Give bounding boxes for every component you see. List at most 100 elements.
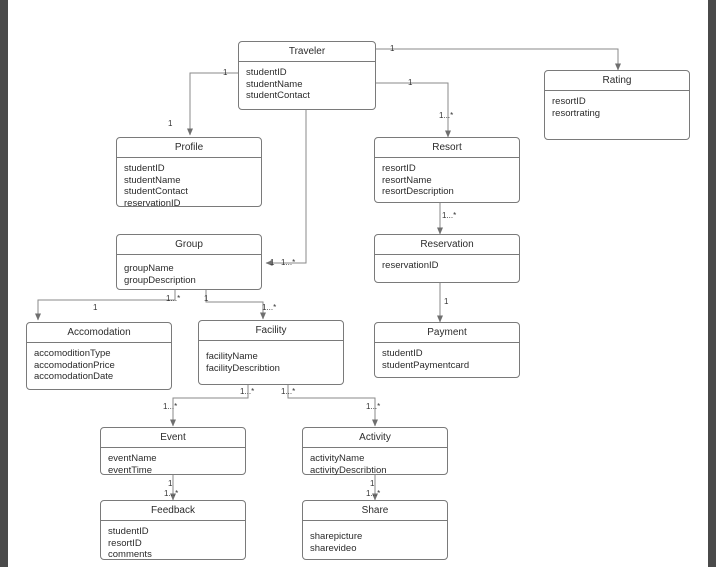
attribute: accomodationDate [34, 371, 114, 383]
class-box-facility[interactable]: Facility facilityName facilityDescribtio… [198, 320, 344, 385]
attribute: studentID [246, 67, 287, 78]
class-attributes-accomodation: accomoditionType accomodationPrice accom… [27, 343, 171, 383]
edge-facility-activity [287, 383, 378, 427]
class-title-share: Share [303, 501, 447, 521]
class-box-activity[interactable]: Activity activityName activityDescribtio… [302, 427, 448, 476]
multiplicity-label: 1...* [240, 387, 255, 396]
class-title-rating: Rating [545, 71, 689, 91]
class-box-resort[interactable]: Resort resortID resortName resortDescrip… [374, 137, 520, 203]
attribute: eventTime [108, 464, 152, 476]
class-box-group[interactable]: Group groupName groupDescription [116, 234, 262, 290]
attribute: accomodationPrice [34, 359, 115, 371]
class-title-accomodation: Accomodation [27, 323, 171, 343]
multiplicity-label: 1...* [281, 387, 296, 396]
class-attributes-share: sharepicture sharevideo [303, 521, 447, 554]
class-title-traveler: Traveler [239, 42, 375, 62]
attribute: activityDescribtion [310, 464, 387, 476]
edge-traveler-group [265, 110, 307, 266]
class-title-activity: Activity [303, 428, 447, 448]
window-left-gutter [0, 0, 8, 567]
attribute: studentID [124, 163, 165, 174]
attribute: studentName [124, 174, 181, 186]
attribute: groupDescription [124, 274, 196, 286]
attribute: reservationID [124, 197, 181, 209]
class-attributes-feedback: studentID resortID comments [101, 521, 245, 561]
edge-traveler-resort [376, 82, 451, 138]
class-attributes-reservation: reservationID [375, 255, 519, 272]
attribute: resortrating [552, 107, 601, 119]
multiplicity-label: 1 [370, 479, 375, 488]
attribute: studentContact [124, 186, 188, 198]
class-title-group: Group [117, 235, 261, 255]
attribute: reservationID [382, 260, 439, 271]
edge-facility-event [170, 383, 249, 427]
attribute: resortID [552, 96, 586, 107]
attribute: comments [108, 549, 152, 561]
class-attributes-activity: activityName activityDescribtion [303, 448, 447, 476]
attribute: facilityDescribtion [206, 362, 280, 374]
class-title-feedback: Feedback [101, 501, 245, 521]
class-box-traveler[interactable]: Traveler studentID studentName studentCo… [238, 41, 376, 110]
class-attributes-facility: facilityName facilityDescribtion [199, 341, 343, 374]
class-box-profile[interactable]: Profile studentID studentName studentCon… [116, 137, 262, 209]
multiplicity-label: 1...* [262, 303, 277, 312]
class-title-event: Event [101, 428, 245, 448]
class-attributes-resort: resortID resortName resortDescription [375, 158, 519, 198]
class-box-feedback[interactable]: Feedback studentID resortID comments [100, 500, 246, 560]
multiplicity-label: 1 [270, 258, 275, 267]
multiplicity-label: 1...* [366, 402, 381, 411]
class-title-reservation: Reservation [375, 235, 519, 255]
class-attributes-rating: resortID resortrating [545, 91, 689, 119]
attribute: resortName [382, 174, 432, 186]
multiplicity-label: 1...* [366, 489, 381, 498]
class-box-payment[interactable]: Payment studentID studentPaymentcard [374, 322, 520, 378]
class-title-profile: Profile [117, 138, 261, 158]
attribute: groupName [124, 263, 174, 274]
edge-group-accomodation [35, 290, 176, 321]
edge-traveler-profile [187, 72, 238, 136]
class-title-payment: Payment [375, 323, 519, 343]
multiplicity-label: 1...* [166, 294, 181, 303]
class-box-accomodation[interactable]: Accomodation accomoditionType accomodati… [26, 322, 172, 390]
attribute: sharepicture [310, 531, 363, 542]
multiplicity-label: 1 [93, 303, 98, 312]
multiplicity-label: 1 [168, 119, 173, 128]
attribute: studentContact [246, 90, 310, 102]
edge-traveler-rating [376, 48, 621, 71]
attribute: accomoditionType [34, 348, 111, 359]
attribute: sharevideo [310, 542, 357, 554]
attribute: studentID [108, 526, 149, 537]
attribute: studentName [246, 78, 303, 90]
attribute: studentPaymentcard [382, 359, 470, 371]
window-right-gutter [708, 0, 716, 567]
relationship-lines [35, 48, 621, 501]
multiplicity-label: 1 [444, 297, 449, 306]
diagram-canvas[interactable]: Traveler studentID studentName studentCo… [8, 0, 708, 567]
class-attributes-traveler: studentID studentName studentContact [239, 62, 375, 102]
class-box-share[interactable]: Share sharepicture sharevideo [302, 500, 448, 560]
attribute: facilityName [206, 351, 258, 362]
class-title-resort: Resort [375, 138, 519, 158]
class-attributes-profile: studentID studentName studentContact res… [117, 158, 261, 209]
class-attributes-event: eventName eventTime [101, 448, 245, 476]
class-box-event[interactable]: Event eventName eventTime [100, 427, 246, 476]
multiplicity-label: 1...* [164, 489, 179, 498]
class-attributes-group: groupName groupDescription [117, 255, 261, 286]
attribute: resortDescription [382, 186, 454, 198]
class-title-facility: Facility [199, 321, 343, 341]
class-box-reservation[interactable]: Reservation reservationID [374, 234, 520, 283]
multiplicity-label: 1 [168, 479, 173, 488]
attribute: activityName [310, 453, 365, 464]
multiplicity-label: 1 [204, 294, 209, 303]
multiplicity-label: 1...* [281, 258, 296, 267]
class-box-rating[interactable]: Rating resortID resortrating [544, 70, 690, 140]
attribute: studentID [382, 348, 423, 359]
class-attributes-payment: studentID studentPaymentcard [375, 343, 519, 371]
multiplicity-label: 1...* [439, 111, 454, 120]
multiplicity-label: 1 [223, 68, 228, 77]
multiplicity-label: 1 [390, 44, 395, 53]
attribute: resortID [108, 537, 142, 549]
attribute: eventName [108, 453, 157, 464]
edge-group-facility [205, 290, 266, 320]
